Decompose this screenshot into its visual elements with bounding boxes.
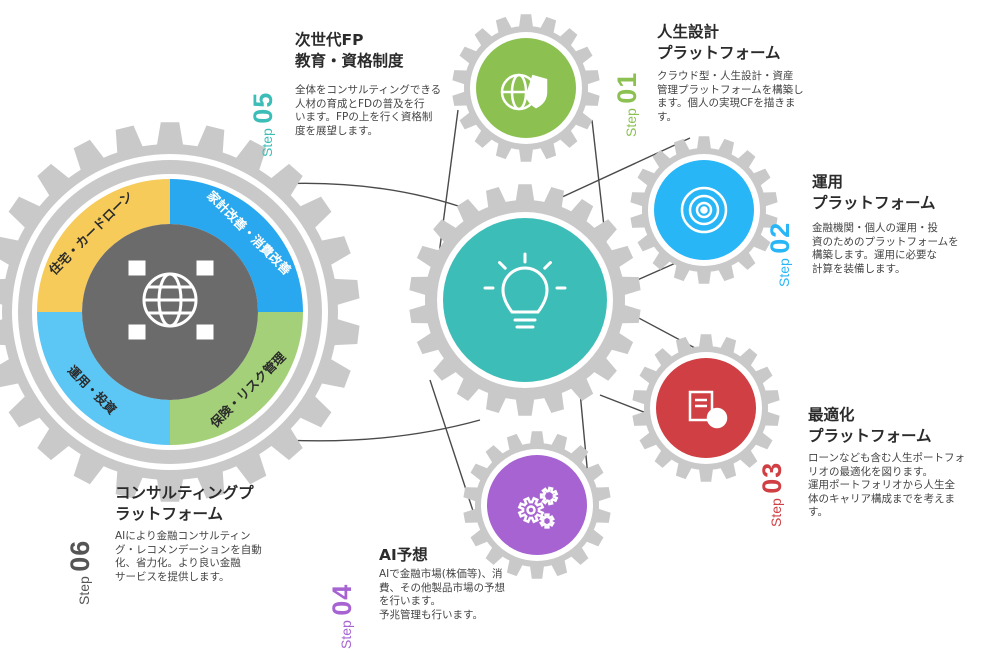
gears-icon bbox=[517, 486, 559, 529]
step03-desc: ローンなども含む人生ポートフォ リオの最適化を図ります。 運用ポートフォリオから… bbox=[808, 452, 965, 518]
step05-tag: Step 05 bbox=[248, 91, 278, 157]
step01-desc: クラウド型・人生設計・資産 管理プラットフォームを構築し ます。個人の実現CFを… bbox=[657, 70, 804, 123]
step06-title: コンサルティングプ ラットフォーム bbox=[115, 484, 254, 523]
step04-tag: Step 04 bbox=[327, 583, 357, 649]
step01-title: 人生設計 プラットフォーム bbox=[657, 23, 781, 62]
report-chart-icon bbox=[688, 390, 728, 429]
step01-tag: Step 01 bbox=[612, 71, 642, 137]
step04-title: AI予想 bbox=[379, 546, 428, 564]
step03-disc bbox=[656, 358, 756, 458]
step02-desc: 金融機関・個人の運用・投 資のためのプラットフォームを 構築します。運用に必要な… bbox=[812, 222, 959, 275]
step04-desc: AIで金融市場(株価等)、消 費、その他製品市場の予想 を行います。 予兆管理も… bbox=[379, 568, 505, 621]
step03-title: 最適化 プラットフォーム bbox=[808, 406, 932, 445]
step03-tag: Step 03 bbox=[757, 461, 787, 527]
step06-desc: AIにより金融コンサルティン グ・レコメンデーションを自動 化、省力化。より良い… bbox=[115, 530, 262, 583]
ring-segment-investment bbox=[37, 312, 170, 445]
belt-line-5 bbox=[559, 137, 691, 199]
step05-title: 次世代FP 教育・資格制度 bbox=[295, 31, 404, 70]
step02-tag: Step 02 bbox=[765, 221, 795, 287]
globe-shield-icon bbox=[500, 73, 548, 111]
step02-title: 運用 プラットフォーム bbox=[812, 173, 936, 212]
ring-segment-household bbox=[170, 179, 303, 312]
step05-desc: 全体をコンサルティングできる 人材の育成とFDの普及を行 います。FPの上を行く… bbox=[295, 84, 442, 137]
lightbulb-icon bbox=[483, 252, 567, 329]
center-disc bbox=[443, 218, 607, 382]
gears: 住宅・カードローン家計改善・消費改善保険・リスク管理運用・投資 bbox=[0, 14, 780, 579]
ring-segment-insurance bbox=[170, 312, 303, 445]
step06-tag: Step 06 bbox=[65, 539, 95, 605]
globe-network-icon bbox=[128, 260, 214, 340]
ring-segment-housing bbox=[37, 179, 170, 312]
target-icon bbox=[680, 186, 728, 234]
